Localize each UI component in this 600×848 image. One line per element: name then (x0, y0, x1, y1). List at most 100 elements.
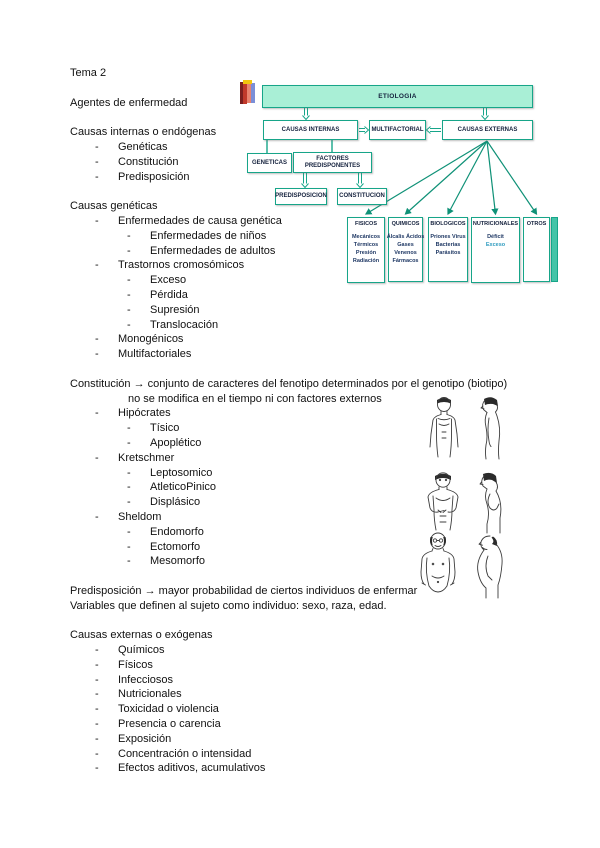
diagram-box-causas-externas: CAUSAS EXTERNAS (442, 120, 533, 140)
bullet-dash: - (95, 732, 99, 745)
category-item: Gases (397, 242, 414, 249)
doc-line: no se modifica en el tiempo ni con facto… (128, 392, 382, 405)
bullet-dash: - (95, 510, 99, 523)
color-bars-icon (240, 80, 255, 104)
doc-line-text: Nutricionales (118, 688, 182, 701)
doc-line: - Leptosomico (70, 466, 570, 481)
diagram-box-multifactorial: MULTIFACTORIAL (369, 120, 426, 140)
bullet-dash: - (127, 466, 131, 479)
doc-line-text: Ectomorfo (150, 540, 201, 553)
doc-line-text: Sheldom (118, 510, 162, 523)
category-item: Priones Virus (430, 234, 466, 241)
bullet-dash: - (127, 540, 131, 553)
doc-line-text: Exceso (150, 274, 187, 287)
doc-line: - Apoplético (70, 436, 570, 451)
category-item: Radiación (352, 258, 380, 265)
doc-line: Predisposición → mayor probabilidad de c… (70, 584, 418, 597)
doc-line-text: Endomorfo (150, 525, 204, 538)
doc-line: Causas internas o endógenas (70, 126, 217, 139)
bullet-dash: - (95, 747, 99, 760)
category-title: NUTRICIONALES (472, 221, 519, 227)
doc-line-text: Enfermedades de causa genética (118, 214, 282, 227)
doc-line-text: Leptosomico (150, 466, 213, 479)
doc-line-text: AtleticoPinico (150, 481, 217, 494)
category-item: Presión (355, 250, 377, 257)
doc-line: -Supresión (70, 303, 570, 318)
doc-line: -Translocación (70, 318, 570, 333)
doc-line-text: Físicos (118, 658, 153, 671)
doc-line: - Hipócrates (70, 406, 570, 421)
doc-line-text: Displásico (150, 496, 201, 509)
bullet-dash: - (127, 318, 131, 331)
bullet-dash: - (95, 718, 99, 731)
athletic-body-type-figure (427, 472, 502, 534)
doc-line: - Nutricionales (70, 687, 570, 702)
bullet-dash: - (127, 303, 131, 316)
doc-line: Causas externas o exógenas (70, 629, 213, 642)
bullet-dash: - (127, 436, 131, 449)
bullet-dash: - (95, 644, 99, 657)
doc-line: - Enfermedades de causa genética (70, 214, 570, 229)
doc-blank-line (70, 613, 570, 628)
bullet-dash: - (95, 407, 99, 420)
doc-line-text: Kretschmer (118, 451, 175, 464)
doc-line: Agentes de enfermedad (70, 96, 188, 109)
doc-line: -Toxicidad o violencia (70, 702, 570, 717)
category-item: Mecánicos (351, 234, 381, 241)
doc-line: - AtleticoPinico (70, 480, 570, 495)
doc-line: - Concentración o intensidad (70, 747, 570, 762)
doc-line-text: Efectos aditivos, acumulativos (118, 762, 266, 775)
doc-line: Variables que definen al sujeto como ind… (70, 599, 387, 612)
doc-line: -Trastornos cromosómicos (70, 258, 570, 273)
category-item: Bacterias (435, 242, 461, 249)
bullet-dash: - (95, 333, 99, 346)
doc-line-text: Hipócrates (118, 407, 171, 420)
doc-line-text: Multifactoriales (118, 348, 192, 361)
bullet-dash: - (127, 481, 131, 494)
category-title: BIOLOGICOS (430, 221, 466, 227)
bullet-dash: - (95, 451, 99, 464)
category-item: Déficit (487, 234, 504, 241)
doc-line-text: Toxicidad o violencia (118, 703, 219, 716)
doc-blank-line (70, 362, 570, 377)
bullet-dash: - (127, 525, 131, 538)
category-item: Exceso (485, 242, 506, 249)
diagram-box-predisposicion: PREDISPOSICION (275, 188, 327, 205)
doc-line-text: Apoplético (150, 436, 202, 449)
category-item: Álcalis Ácidos (386, 234, 425, 241)
diagram-box-factores-predisponentes: FACTORES PREDISPONENTES (293, 152, 372, 173)
bullet-dash: - (127, 496, 131, 509)
doc-line: - Displásico (70, 495, 570, 510)
doc-line: -Genéticas (70, 140, 570, 155)
doc-line: -Efectos aditivos, acumulativos (70, 761, 570, 776)
doc-line: Tema 2 (70, 67, 107, 79)
diagram-edge-stripe (551, 217, 558, 282)
doc-line-text: Mesomorfo (150, 555, 206, 568)
bullet-dash: - (95, 259, 99, 272)
doc-line: - Enfermedades de adultos (70, 244, 570, 259)
doc-line-text: Enfermedades de adultos (150, 244, 276, 257)
doc-line-text: Constitución (118, 155, 179, 168)
doc-line: -Enfermedades de niños (70, 229, 570, 244)
doc-line-text: Concentración o intensidad (118, 747, 252, 760)
bullet-dash: - (95, 170, 99, 183)
diagram-box-geneticas: GENETICAS (247, 153, 292, 173)
doc-line: -Exceso (70, 273, 570, 288)
bullet-dash: - (95, 658, 99, 671)
bullet-dash: - (127, 244, 131, 257)
bullet-dash: - (95, 214, 99, 227)
bullet-dash: - (127, 422, 131, 435)
doc-line-text: Químicos (118, 644, 165, 657)
diagram-box-etiologia: ETIOLOGIA (262, 85, 533, 108)
doc-line: -Infecciosos (70, 673, 570, 688)
doc-line: -Mesomorfo (70, 554, 570, 569)
doc-line: -Multifactoriales (70, 347, 570, 362)
doc-line-text: Tísico (150, 422, 180, 435)
bullet-dash: - (95, 688, 99, 701)
doc-line: - Endomorfo (70, 525, 570, 540)
doc-line-text: Infecciosos (118, 673, 174, 686)
